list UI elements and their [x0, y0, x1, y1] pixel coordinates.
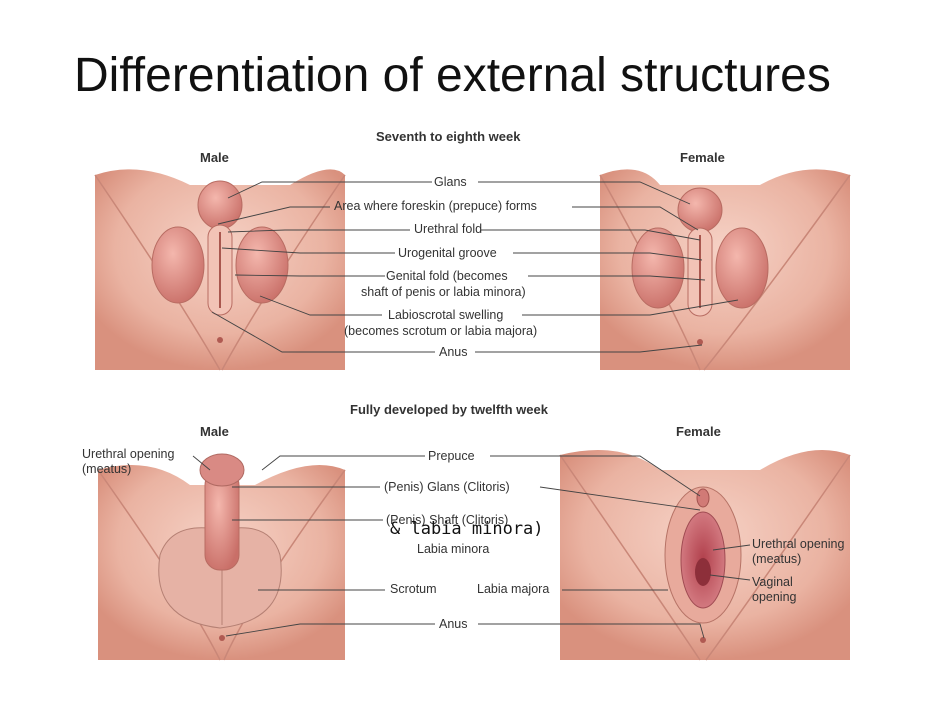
label-labia-majora: Labia majora	[477, 582, 550, 596]
label-labioscrotal-line1: Labioscrotal swelling	[388, 308, 504, 322]
label-urethral-fold: Urethral fold	[414, 222, 483, 236]
label-vaginal-opening-line1: Vaginal	[752, 575, 793, 589]
slide-title: Differentiation of external structures	[74, 49, 831, 102]
bottom-leader-lines	[192, 455, 751, 639]
top-leader-lines	[211, 181, 739, 353]
label-scrotum: Scrotum	[390, 582, 437, 596]
top-panel-heading: Seventh to eighth week	[376, 129, 521, 144]
label-genital-fold-line2: shaft of penis or labia minora)	[361, 285, 526, 299]
label-genital-fold-line1: Genital fold (becomes	[386, 269, 508, 283]
label-urogenital-groove: Urogenital groove	[398, 246, 497, 260]
label-foreskin: Area where foreskin (prepuce) forms	[334, 199, 537, 213]
top-male-label: Male	[200, 150, 229, 165]
top-male-figure	[94, 169, 346, 371]
label-labia-minora: Labia minora	[417, 542, 490, 556]
label-anus-top: Anus	[439, 345, 468, 359]
top-female-label: Female	[680, 150, 725, 165]
label-vaginal-opening-line2: opening	[752, 590, 797, 604]
label-glans: Glans	[434, 175, 467, 189]
label-glans-bottom: (Penis) Glans (Clitoris)	[384, 480, 510, 494]
handwritten-note: & labia minora)	[390, 519, 544, 539]
label-urethral-opening-male-line2: (meatus)	[82, 462, 132, 476]
bottom-panel-heading: Fully developed by twelfth week	[350, 402, 548, 417]
label-anus-bottom: Anus	[439, 617, 468, 631]
bottom-female-figure	[559, 450, 851, 661]
label-urethral-opening-female-line2: (meatus)	[752, 552, 802, 566]
label-urethral-opening-male-line1: Urethral opening	[82, 447, 175, 461]
label-urethral-opening-female-line1: Urethral opening	[752, 537, 845, 551]
bottom-female-label: Female	[676, 424, 721, 439]
label-prepuce: Prepuce	[428, 449, 475, 463]
bottom-male-label: Male	[200, 424, 229, 439]
top-female-figure	[599, 169, 851, 371]
bottom-male-figure	[97, 453, 346, 661]
label-labioscrotal-line2: (becomes scrotum or labia majora)	[344, 324, 538, 338]
label-shaft: (Penis) Shaft (Clitoris)	[386, 513, 509, 527]
